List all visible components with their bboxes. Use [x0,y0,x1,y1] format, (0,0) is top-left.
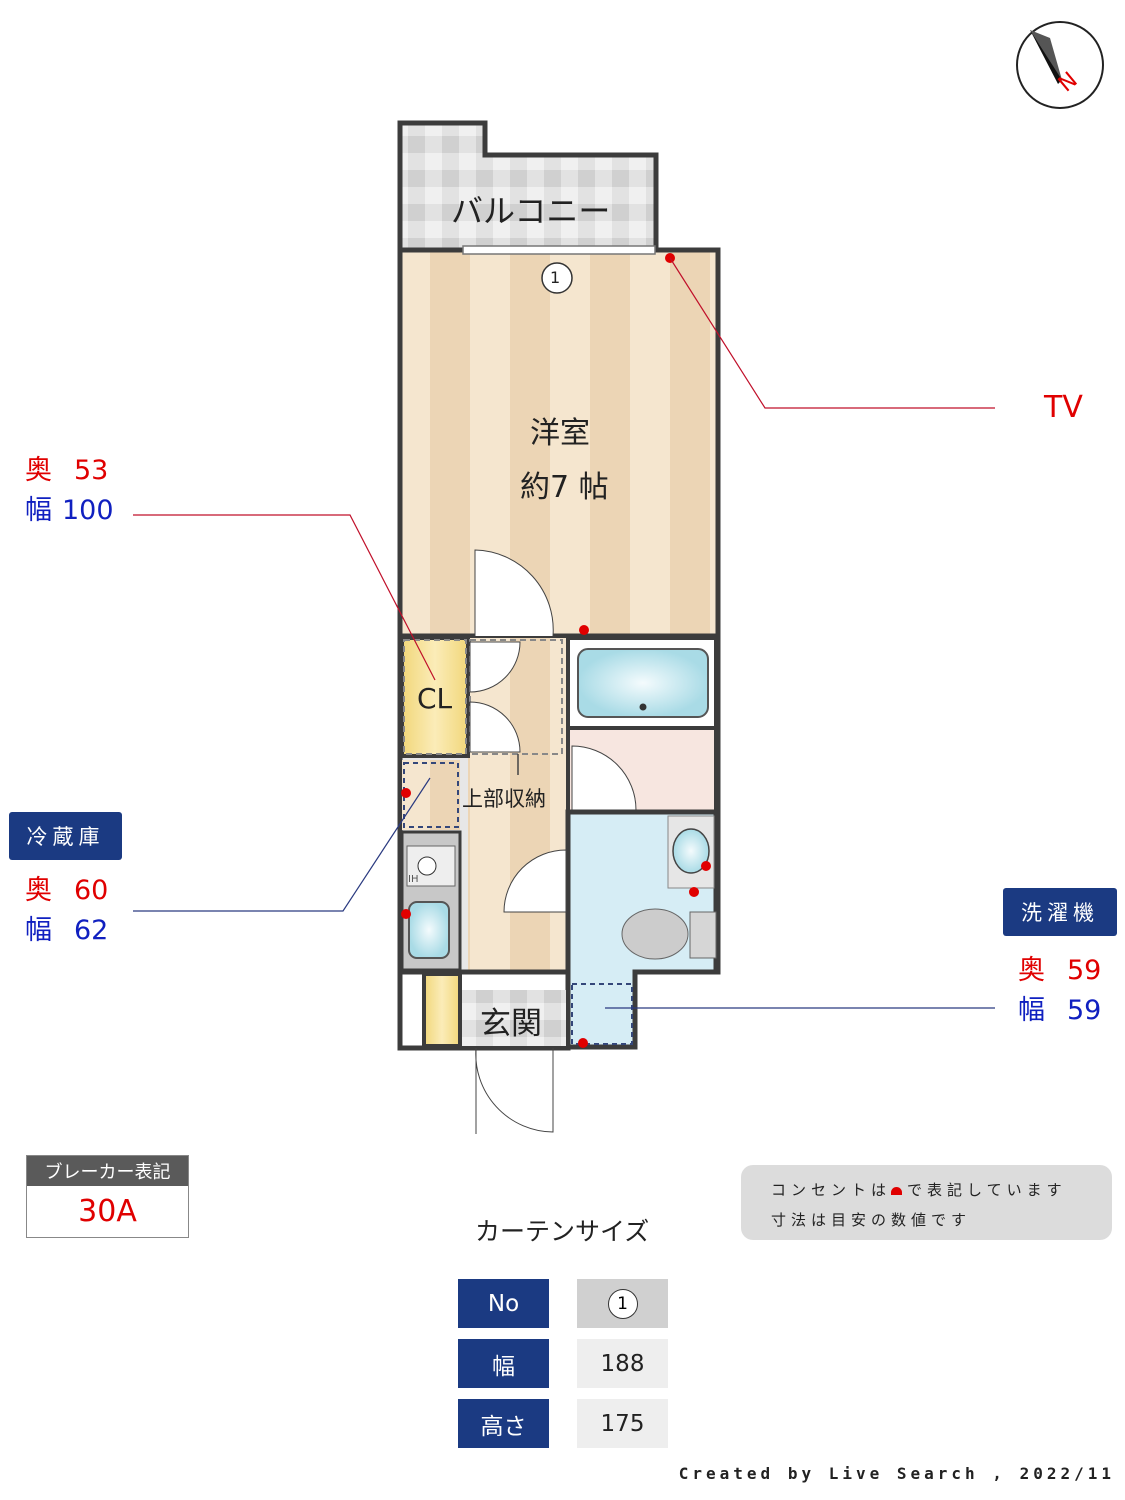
entrance-area [462,990,566,1046]
table-row: 高さ 175 [458,1399,668,1448]
washer-space [571,983,633,1045]
footer-credit: Created by Live Search , 2022/11 [678,1464,1115,1483]
table-row: 幅 188 [458,1339,668,1388]
fridge-leader-line [133,777,431,912]
western-room-label: 洋室 [530,416,590,451]
western-room [397,247,721,639]
curtain-table: No 1 幅 188 高さ 175 [458,1279,668,1448]
western-room-size: 約7 帖 [520,470,609,505]
washer-badge: 洗濯機 [1003,888,1117,936]
fridge-space [402,760,460,830]
ih-label: IH [408,874,419,885]
hallway [468,638,566,988]
closet-leader-line [133,514,436,681]
compass-icon [1016,21,1104,109]
bathtub [577,648,709,718]
window-number-marker [541,262,573,294]
curtain-title: カーテンサイズ [475,1217,650,1246]
breaker-value: 30A [78,1194,137,1229]
fridge-badge: 冷蔵庫 [9,812,122,860]
balcony-label: バルコニー [451,192,611,230]
entrance-label: 玄関 [480,1006,542,1042]
window-number-marker: 1 [607,1288,638,1319]
toilet [621,908,689,960]
table-row: No 1 [458,1279,668,1328]
closet-label: CL [417,682,453,715]
tv-leader-line [669,257,995,409]
depth-label: 奥 [25,455,52,486]
shoe-storage [422,972,462,1048]
tv-label: TV [1044,390,1083,425]
window-number: 1 [550,268,561,287]
note-box: コンセントはで表記しています 寸法は目安の数値です [741,1165,1112,1240]
upper-storage-label: 上部収納 [462,787,546,811]
breaker-title: ブレーカー表記 [27,1156,188,1186]
breaker-box: ブレーカー表記 30A [26,1155,189,1238]
outlet-icon [891,1187,903,1195]
balcony-window [462,245,656,255]
outlet-markers [401,253,711,1048]
closet [400,636,470,758]
